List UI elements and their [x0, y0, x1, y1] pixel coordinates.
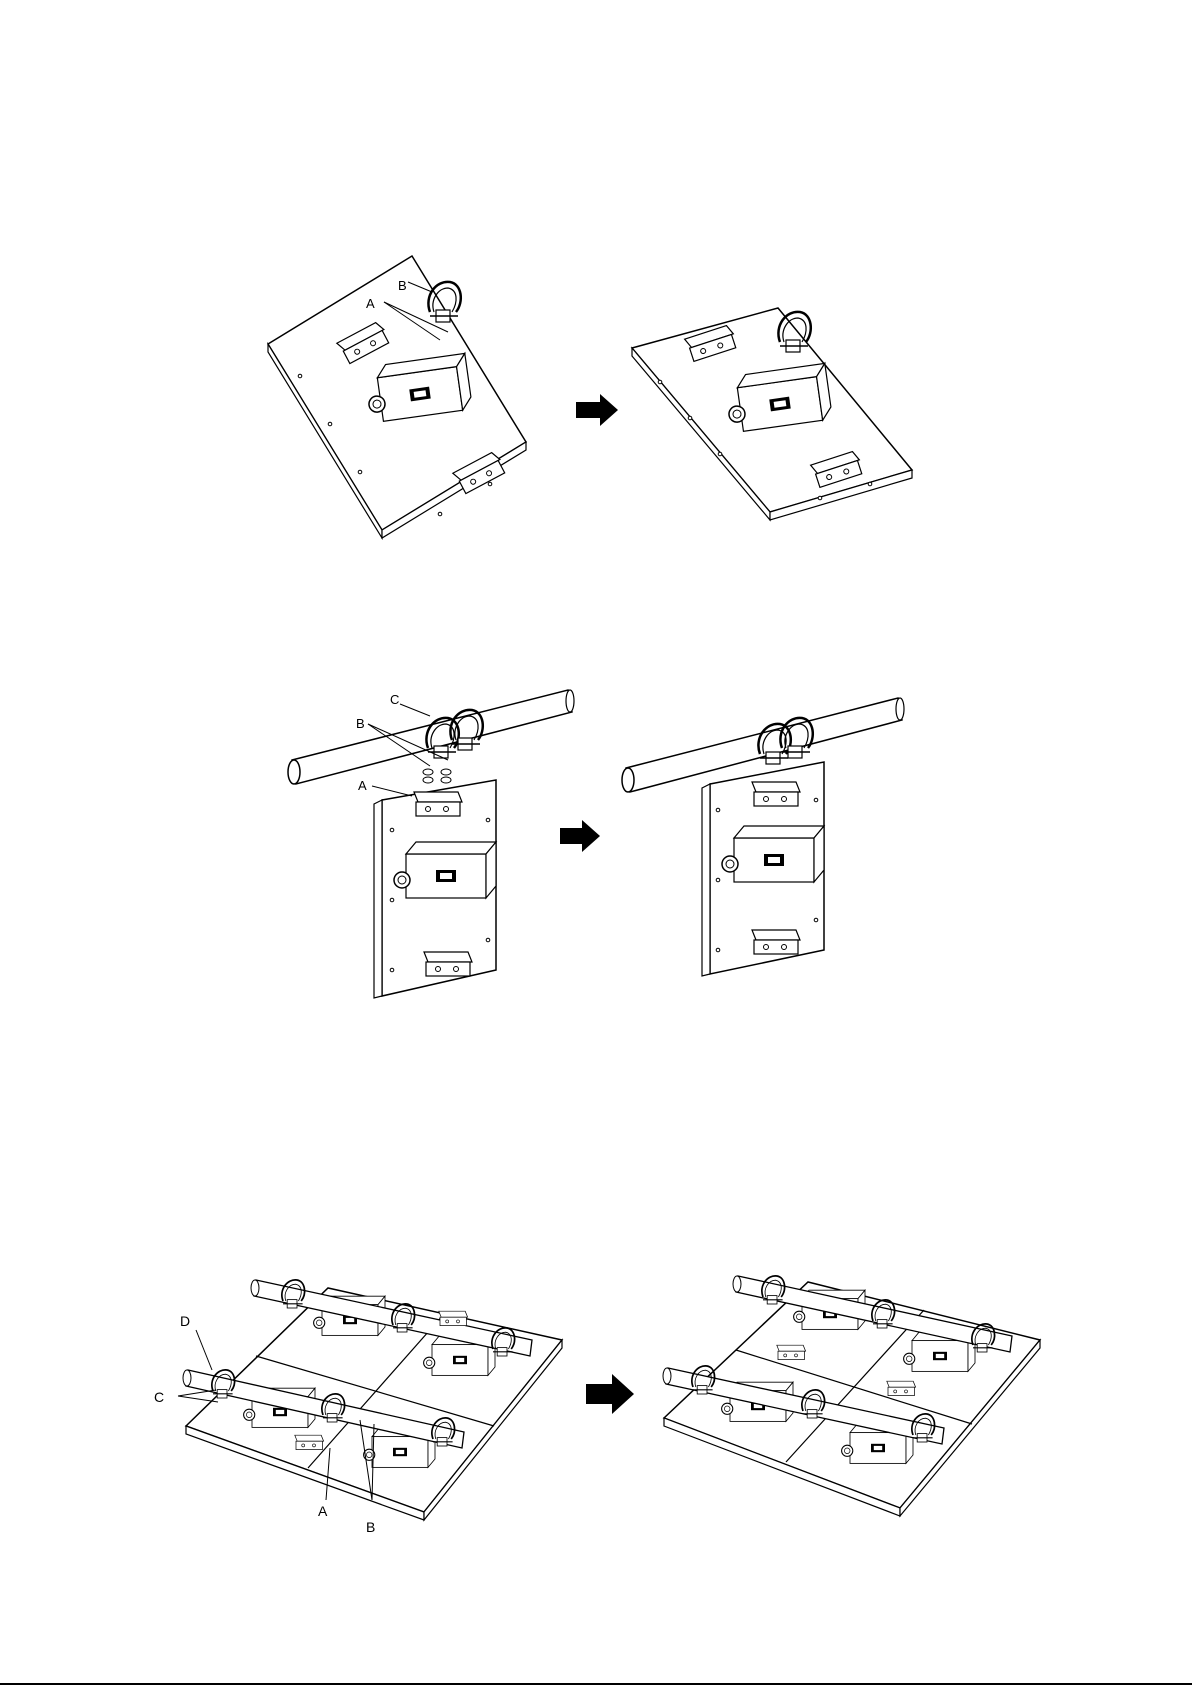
fig3-label-D: D	[180, 1313, 190, 1329]
figure-2: B C A	[288, 690, 904, 998]
fig1-right-panel	[632, 308, 912, 520]
fig1-label-B: B	[398, 278, 407, 293]
fig1-left-panel	[268, 256, 526, 538]
fig3-label-A: A	[318, 1503, 328, 1519]
figure-3: D C A B	[154, 1276, 1040, 1535]
fig1-label-A: A	[366, 296, 375, 311]
right-arrow-icon	[560, 820, 600, 852]
right-arrow-icon	[576, 394, 618, 426]
figure-1: A B	[268, 256, 912, 538]
fig3-label-B: B	[366, 1519, 375, 1535]
fig2-label-A: A	[358, 778, 367, 793]
fig2-right-panel	[702, 762, 824, 976]
fig3-right-assembly	[663, 1276, 1040, 1516]
right-arrow-icon	[586, 1374, 634, 1414]
fig2-label-B: B	[356, 716, 365, 731]
fig2-left-panel	[374, 780, 496, 998]
fig3-label-C: C	[154, 1389, 164, 1405]
fig2-label-C: C	[390, 692, 399, 707]
